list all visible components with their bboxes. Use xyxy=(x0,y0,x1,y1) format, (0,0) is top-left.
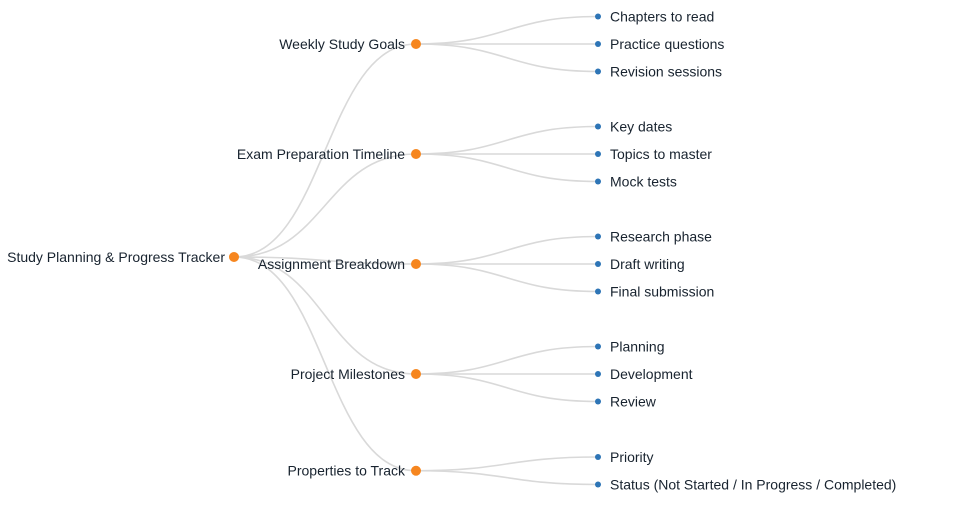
branch-dot-weekly-study-goals[interactable] xyxy=(411,39,421,49)
leaf-label-key-dates: Key dates xyxy=(610,118,672,134)
link-root-to-assignment-breakdown xyxy=(233,256,417,265)
branch-label-exam-preparation-timeline: Exam Preparation Timeline xyxy=(237,146,405,162)
leaf-dot-draft-writing[interactable] xyxy=(595,261,601,267)
leaf-dot-final-submission[interactable] xyxy=(595,288,601,295)
leaf-dot-research-phase[interactable] xyxy=(595,233,601,240)
link-to-research-phase xyxy=(415,235,599,265)
branch-label-project-milestones: Project Milestones xyxy=(291,366,405,382)
leaf-dot-planning[interactable] xyxy=(595,343,601,350)
link-root-to-weekly-study-goals xyxy=(233,43,417,258)
leaf-label-topics-to-master: Topics to master xyxy=(610,146,712,162)
node-dots xyxy=(229,13,601,488)
branch-dot-assignment-breakdown[interactable] xyxy=(411,259,421,269)
leaf-label-development: Development xyxy=(610,366,693,382)
root-node-dot[interactable] xyxy=(229,252,239,262)
link-to-key-dates xyxy=(415,125,599,155)
leaf-label-review: Review xyxy=(610,393,657,409)
branch-label-properties-to-track: Properties to Track xyxy=(288,463,406,479)
leaf-label-revision-sessions: Revision sessions xyxy=(610,63,722,79)
link-root-to-properties-to-track xyxy=(233,256,417,472)
leaf-label-mock-tests: Mock tests xyxy=(610,173,677,189)
leaf-dot-development[interactable] xyxy=(595,371,601,377)
leaf-label-status: Status (Not Started / In Progress / Comp… xyxy=(610,476,896,492)
branch-label-assignment-breakdown: Assignment Breakdown xyxy=(258,256,405,272)
node-labels: Study Planning & Progress Tracker Weekly… xyxy=(7,8,896,492)
link-to-final-submission xyxy=(415,263,599,293)
leaf-label-practice-questions: Practice questions xyxy=(610,36,724,52)
link-to-review xyxy=(415,373,599,403)
leaf-dot-chapters-to-read[interactable] xyxy=(595,13,601,20)
leaf-dot-review[interactable] xyxy=(595,398,601,405)
link-to-chapters-to-read xyxy=(415,15,599,45)
link-to-revision-sessions xyxy=(415,43,599,73)
leaf-dot-mock-tests[interactable] xyxy=(595,178,601,185)
leaf-label-draft-writing: Draft writing xyxy=(610,256,685,272)
link-to-status xyxy=(415,469,599,486)
root-links xyxy=(233,43,417,472)
link-to-planning xyxy=(415,345,599,375)
leaf-dot-status[interactable] xyxy=(595,481,601,488)
branch-dot-exam-preparation-timeline[interactable] xyxy=(411,149,421,159)
branch-dot-project-milestones[interactable] xyxy=(411,369,421,379)
leaf-dot-topics-to-master[interactable] xyxy=(595,151,601,157)
leaf-label-priority: Priority xyxy=(610,449,654,465)
link-to-priority xyxy=(415,456,599,472)
leaf-dot-revision-sessions[interactable] xyxy=(595,68,601,75)
root-node-label: Study Planning & Progress Tracker xyxy=(7,249,225,265)
branch-dot-properties-to-track[interactable] xyxy=(411,465,421,476)
link-to-mock-tests xyxy=(415,153,599,183)
leaf-label-planning: Planning xyxy=(610,338,665,354)
branch-label-weekly-study-goals: Weekly Study Goals xyxy=(279,36,405,52)
leaf-label-final-submission: Final submission xyxy=(610,283,714,299)
leaf-label-chapters-to-read: Chapters to read xyxy=(610,8,714,24)
branch-links xyxy=(415,15,599,486)
leaf-dot-priority[interactable] xyxy=(595,454,601,460)
leaf-dot-practice-questions[interactable] xyxy=(595,41,601,47)
leaf-dot-key-dates[interactable] xyxy=(595,123,601,130)
link-root-to-exam-preparation-timeline xyxy=(233,153,417,258)
leaf-label-research-phase: Research phase xyxy=(610,228,712,244)
link-root-to-project-milestones xyxy=(233,256,417,375)
